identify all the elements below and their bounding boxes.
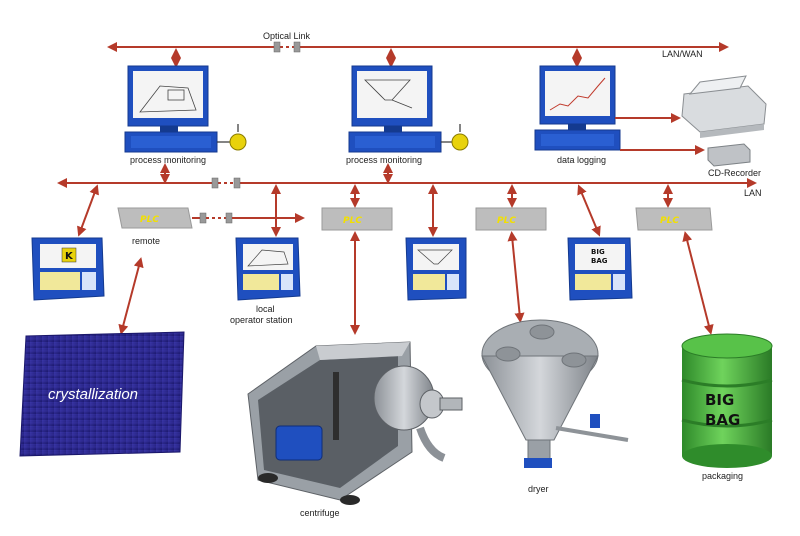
optical-connector-left xyxy=(273,41,281,53)
plc-label: PLC xyxy=(140,215,159,225)
workstation-data-logging xyxy=(534,65,621,151)
barrel-text-line2: BAG xyxy=(705,411,740,429)
wan-label: LAN/WAN xyxy=(662,49,703,59)
cd-recorder-label: CD-Recorder xyxy=(708,168,761,178)
plc-dryer: PLC xyxy=(475,207,547,231)
plc-label: PLC xyxy=(660,216,679,226)
dryer-unit xyxy=(481,319,629,468)
motor-icon xyxy=(275,425,323,461)
plc-remote: PLC xyxy=(117,207,193,229)
cd-recorder-icon xyxy=(707,143,751,167)
mouse-icon xyxy=(229,133,247,151)
operator-terminal-local xyxy=(235,237,301,301)
local-label-line2: operator station xyxy=(230,315,293,325)
mouse-icon xyxy=(451,133,469,151)
bigbag-terminal-line2: BAG xyxy=(591,257,608,265)
crystallization-label: crystallization xyxy=(48,386,138,403)
workstation-process-monitoring-1 xyxy=(124,65,247,153)
optical-connector-right xyxy=(293,41,301,53)
optical-link-label: Optical Link xyxy=(263,31,311,41)
packaging-barrel: BIG BAG xyxy=(681,333,773,468)
printer-icon xyxy=(681,75,767,138)
barrel-text-line1: BIG xyxy=(705,391,734,409)
packaging-label: packaging xyxy=(702,471,743,481)
operator-terminal-dryer xyxy=(405,237,467,301)
operator-terminal-bigbag: BIG BAG xyxy=(567,237,633,301)
pm1-label: process monitoring xyxy=(130,155,206,165)
plc-label: PLC xyxy=(497,216,516,226)
lan-bus xyxy=(57,177,757,189)
centrifuge-label: centrifuge xyxy=(300,508,340,518)
centrifuge-unit xyxy=(247,341,463,505)
remote-label: remote xyxy=(132,236,160,246)
datalog-label: data logging xyxy=(557,155,606,165)
lan-label: LAN xyxy=(744,188,762,198)
crystallization-unit xyxy=(19,331,185,457)
plc-packaging: PLC xyxy=(635,207,713,231)
plc-label: PLC xyxy=(343,216,362,226)
local-label-line1: local xyxy=(256,304,275,314)
plc-centrifuge: PLC xyxy=(321,207,393,231)
wan-bus xyxy=(107,41,729,53)
operator-terminal-k: K xyxy=(31,237,105,301)
pm2-label: process monitoring xyxy=(346,155,422,165)
dryer-label: dryer xyxy=(528,484,549,494)
bigbag-terminal-line1: BIG xyxy=(591,248,605,256)
workstation-process-monitoring-2 xyxy=(348,65,469,153)
k-letter: K xyxy=(65,251,74,262)
